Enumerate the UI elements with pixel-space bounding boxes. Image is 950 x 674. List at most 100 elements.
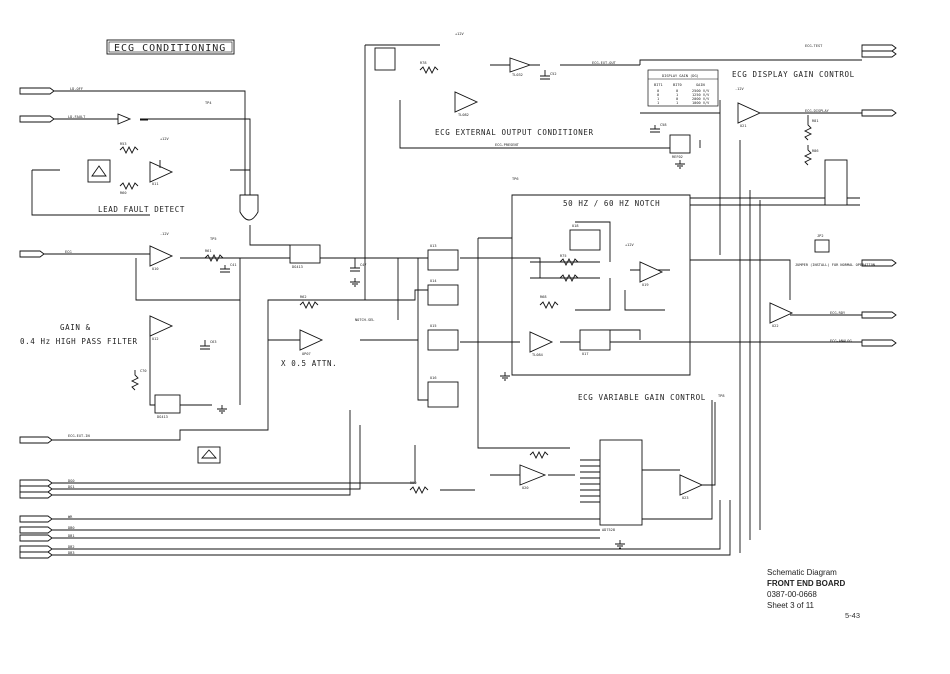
table-cell: 1 (657, 101, 659, 105)
ref-r78: R78 (420, 61, 427, 65)
ref-tp5: TP5 (210, 237, 217, 241)
ref-r60: R60 (120, 191, 127, 195)
sig-lead-fault: LD-FAULT (68, 115, 86, 119)
ref-dg413-a: DG413 (292, 265, 303, 269)
op-amps (117, 57, 794, 496)
title-line-2: FRONT END BOARD (767, 579, 846, 588)
ref-u20: U20 (522, 486, 529, 490)
ref-r62: R62 (300, 295, 307, 299)
external-output-label: ECG EXTERNAL OUTPUT CONDITIONER (435, 128, 594, 137)
title-line-4: Sheet 3 of 11 (767, 601, 814, 610)
ref-u16: U16 (430, 376, 437, 380)
sig-ecg-rdy: ECG-RDY (830, 311, 846, 315)
table-cell: 1250 V/V (692, 93, 710, 97)
ref-tp4: TP4 (205, 101, 212, 105)
table-cell: 0 (676, 89, 678, 93)
table-cell: 0 (676, 97, 678, 101)
sig-db1: DB1 (68, 534, 75, 538)
sig-ecg-display: ECG-DISPLAY (805, 109, 830, 113)
sig-ecg-present: ECG-PRESENT (495, 143, 520, 147)
lead-fault-label: LEAD FAULT DETECT (98, 205, 185, 214)
ref-c58: C58 (660, 123, 667, 127)
sig-db0: DB0 (68, 526, 75, 530)
dac-chip (580, 439, 643, 526)
gain-label: GAIN & (60, 323, 91, 332)
ref-u17: U17 (582, 352, 589, 356)
ref-jp2: JP2 (817, 234, 824, 238)
table-title: DISPLAY GAIN (DG) (662, 74, 699, 78)
analog-switches (154, 47, 848, 414)
ref-u12: U12 (152, 337, 159, 341)
ref-tp8: TP8 (718, 394, 725, 398)
ref-u18: U18 (572, 224, 579, 228)
sig-ecg-ext: ECG-EXT-IN (68, 434, 90, 438)
table-cell: 2500 V/V (692, 89, 710, 93)
ref-u11: U11 (152, 182, 159, 186)
sig-ecg-in: ECG (65, 250, 72, 254)
ref-tl082: TL082 (458, 113, 469, 117)
ref-c70: C70 (140, 369, 147, 373)
table-cell: 1 (676, 101, 678, 105)
wiring (31, 44, 862, 556)
left-connectors (19, 87, 55, 559)
sig-db2: DB2 (68, 545, 75, 549)
ref-u23: U23 (682, 496, 689, 500)
ref-c52: C52 (550, 72, 557, 76)
ref-dg413-b: DG413 (157, 415, 168, 419)
ref-r61: R61 (205, 249, 212, 253)
ref-tl084-a: TL084 (532, 353, 543, 357)
passives (119, 65, 813, 495)
display-gain-table: DISPLAY GAIN (DG) BIT1 BIT0 GAIN 0 0 250… (647, 69, 719, 107)
sig-dg1: DG1 (68, 485, 75, 489)
section-title: ECG CONDITIONING (114, 43, 226, 54)
display-gain-label: ECG DISPLAY GAIN CONTROL (732, 70, 855, 79)
sig-ecg-ext-out: ECG-EXT-OUT (592, 61, 617, 65)
ref-u15: U15 (430, 324, 437, 328)
sig-lead-off: LD-OFF (70, 87, 83, 91)
ref-r68: R68 (540, 295, 547, 299)
ref-c47: C47 (360, 263, 367, 267)
sig-wr: WR (68, 515, 73, 519)
ref-u21: U21 (740, 124, 747, 128)
ref-vplus-1: +12V (160, 137, 169, 141)
title-line-1: Schematic Diagram (767, 568, 837, 577)
table-cell: 2000 V/V (692, 97, 710, 101)
sig-notch-sel: NOTCH-SEL (355, 318, 374, 322)
page-number: 5-43 (845, 611, 861, 620)
diode-bridges (87, 159, 221, 464)
high-pass-label: 0.4 Hz HIGH PASS FILTER (20, 337, 138, 346)
ref-u14: U14 (430, 279, 437, 283)
ref-r75: R75 (560, 254, 567, 258)
ref-tp6: TP6 (512, 177, 519, 181)
right-connectors (861, 44, 897, 347)
nor-gate (239, 194, 259, 221)
sig-db3: DB3 (68, 551, 75, 555)
sig-ecg-test: ECG-TEST (805, 44, 823, 48)
title-line-3: 0387-00-0668 (767, 590, 817, 599)
ref-tl032: TL032 (512, 73, 523, 77)
ref-vplus-2: +12V (455, 32, 464, 36)
ref-vminus-2: -12V (735, 87, 744, 91)
attenuator-label: X 0.5 ATTN. (281, 359, 337, 368)
ref-u10: U10 (152, 267, 159, 271)
table-cell: 1 (657, 97, 659, 101)
table-cell: 1000 V/V (692, 101, 710, 105)
notch-label: 50 HZ / 60 HZ NOTCH (563, 199, 660, 208)
ref-r81: R81 (812, 119, 819, 123)
sig-dg0: DG0 (68, 479, 75, 483)
table-header-2: GAIN (696, 83, 705, 87)
ref-vplus-3: +12V (625, 243, 634, 247)
ref-r53: R53 (120, 142, 127, 146)
title-box: ECG CONDITIONING (106, 39, 235, 55)
variable-gain-label: ECG VARIABLE GAIN CONTROL (578, 393, 706, 402)
ref-vminus-1: -12V (160, 232, 169, 236)
table-cell: 0 (657, 89, 659, 93)
ground-symbols (217, 160, 685, 549)
table-cell: 0 (657, 93, 659, 97)
ref-r86: R86 (812, 149, 819, 153)
ref-u22: U22 (772, 324, 779, 328)
table-cell: 1 (676, 93, 678, 97)
title-block: Schematic Diagram FRONT END BOARD 0387-0… (767, 567, 845, 611)
ref-r90: R90 (410, 481, 417, 485)
